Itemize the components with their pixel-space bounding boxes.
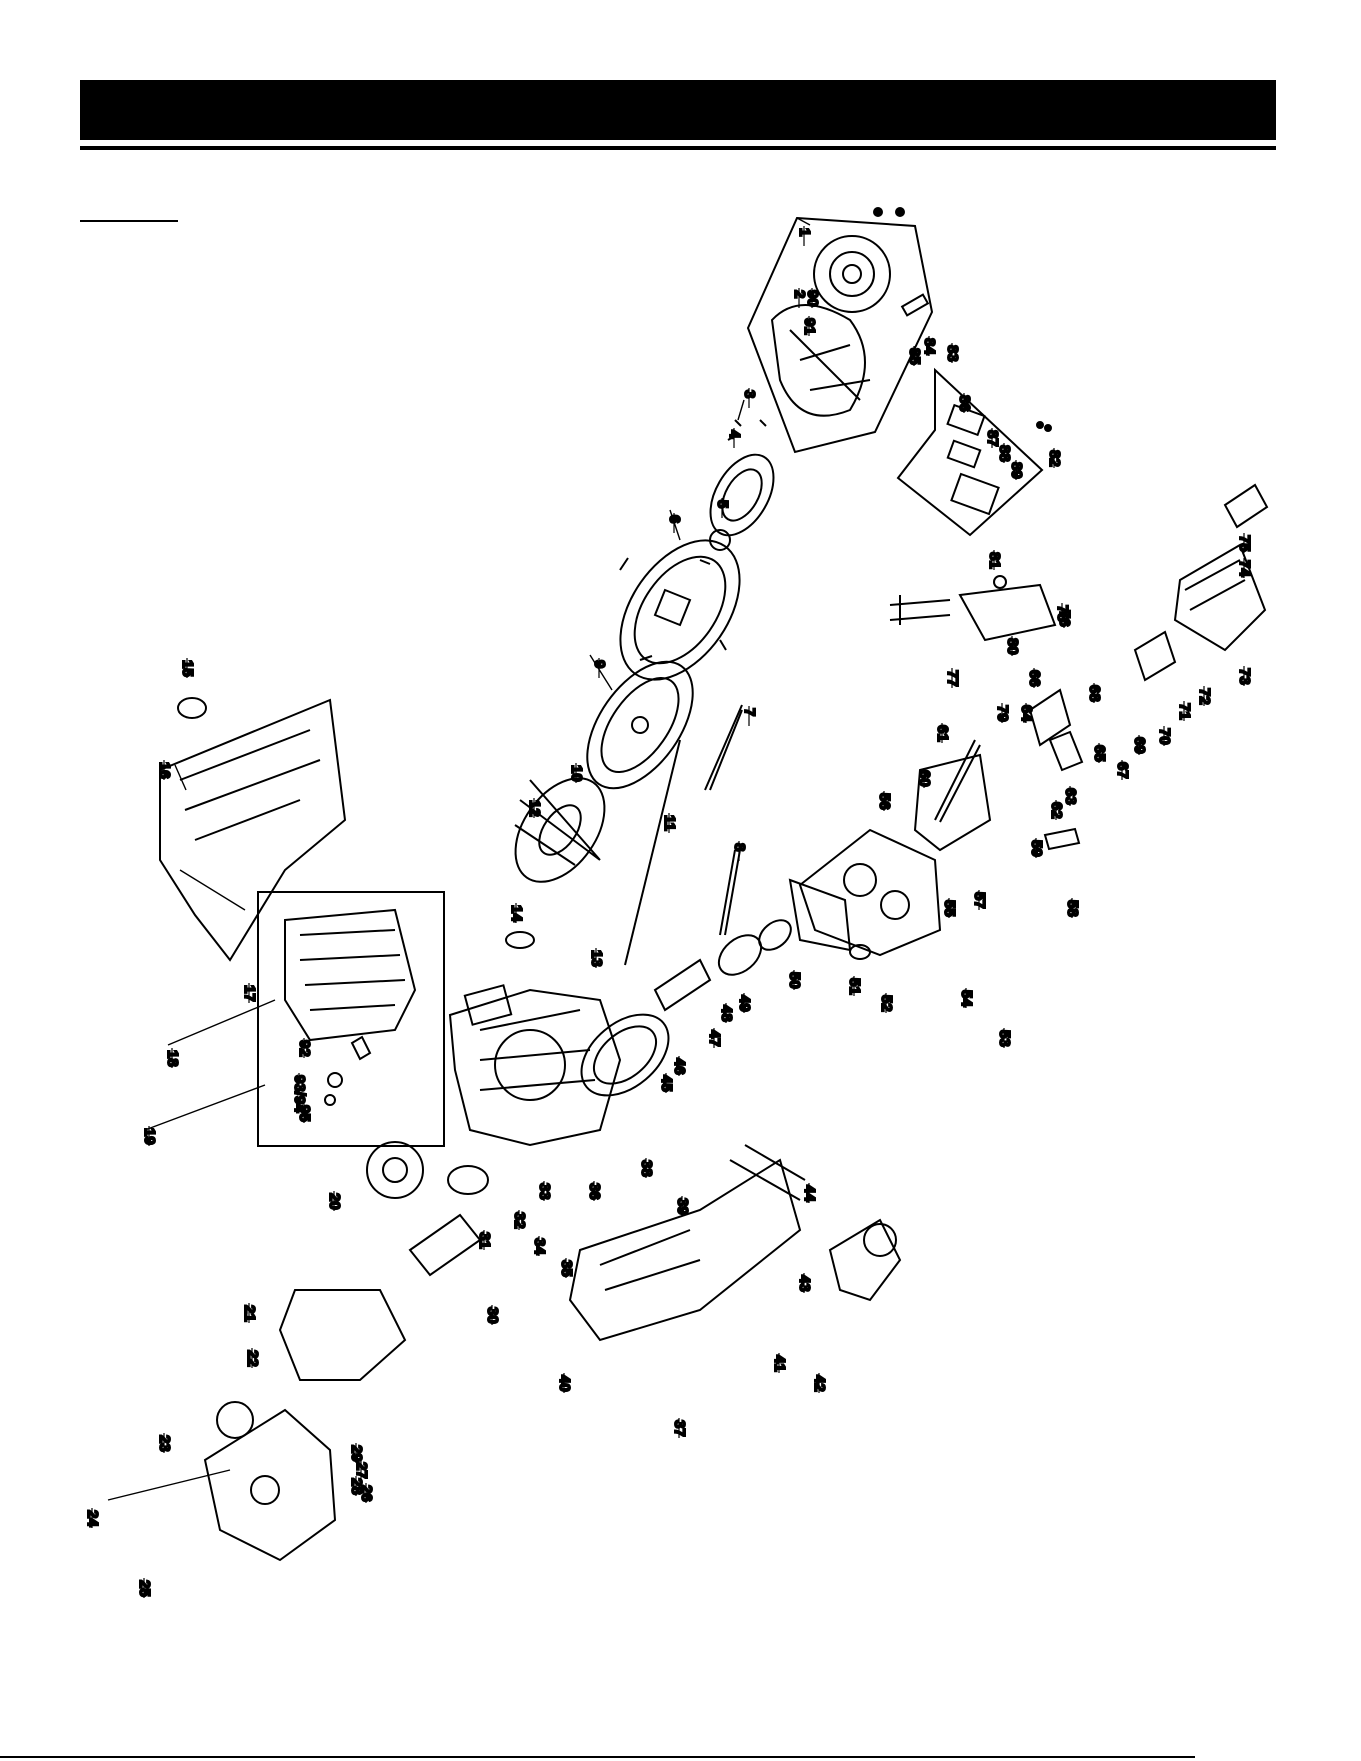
group-box-1 — [748, 218, 932, 452]
through-bolt — [625, 740, 680, 965]
recoil-starter — [772, 208, 928, 416]
top-shroud — [160, 698, 345, 960]
carburetor — [890, 576, 1055, 640]
cylinder-head — [790, 830, 940, 959]
footer-rule — [0, 1756, 1195, 1758]
crankcase-cover — [205, 1290, 405, 1560]
starter-pulley — [697, 420, 786, 550]
spark-plug — [1045, 829, 1079, 849]
flywheel — [566, 643, 714, 807]
leader-lines — [108, 218, 810, 1500]
cylinder-piston — [566, 914, 796, 1111]
push-rod — [720, 850, 740, 935]
oil-pan — [570, 1145, 805, 1340]
muffler — [1135, 485, 1267, 680]
crankshaft — [367, 1142, 488, 1275]
exhaust-elbow — [830, 1220, 900, 1300]
cooling-fan — [596, 519, 764, 702]
rotor-shaft — [705, 705, 742, 790]
